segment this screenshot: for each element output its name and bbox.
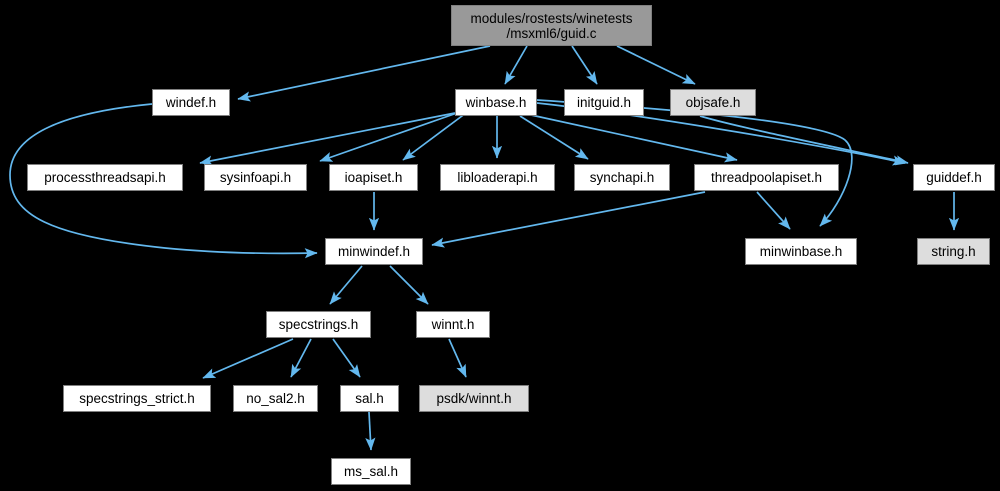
graph-edge-specstrings-to-specstrings_strict <box>202 338 294 379</box>
graph-edge-objsafe-to-guiddef <box>699 115 909 166</box>
graph-node-sal[interactable]: sal.h <box>340 385 399 412</box>
graph-edge-winbase-to-threadpoolapiset <box>530 114 738 163</box>
graph-edge-winbase-to-synchapi <box>519 115 589 160</box>
graph-edge-winbase-to-sysinfoapi <box>319 112 458 162</box>
graph-edge-threadpoolapiset-to-minwindef <box>431 191 706 248</box>
graph-node-objsafe[interactable]: objsafe.h <box>670 89 756 116</box>
graph-node-ms_sal[interactable]: ms_sal.h <box>331 458 411 485</box>
graph-node-synchapi[interactable]: synchapi.h <box>574 164 670 191</box>
graph-node-windef[interactable]: windef.h <box>152 89 230 116</box>
graph-edge-guid-to-objsafe <box>616 45 696 85</box>
graph-node-winbase[interactable]: winbase.h <box>455 89 537 116</box>
graph-node-processthreadsapi[interactable]: processthreadsapi.h <box>27 164 183 191</box>
graph-edge-sal-to-ms_sal <box>365 411 376 451</box>
graph-edge-guid-to-windef <box>237 45 491 102</box>
graph-edge-minwindef-to-specstrings <box>329 265 363 305</box>
graph-node-threadpoolapiset[interactable]: threadpoolapiset.h <box>694 164 839 191</box>
graph-edge-winnt-to-psdk_winnt <box>448 338 467 378</box>
graph-node-guiddef[interactable]: guiddef.h <box>913 164 995 191</box>
graph-edge-guid-to-winbase <box>504 45 528 85</box>
graph-node-sysinfoapi[interactable]: sysinfoapi.h <box>204 164 307 191</box>
graph-edge-specstrings-to-no_sal2 <box>290 338 312 378</box>
graph-edge-winbase-to-minwinbase <box>536 99 853 227</box>
graph-node-minwinbase[interactable]: minwinbase.h <box>745 238 857 265</box>
graph-edge-minwindef-to-winnt <box>389 265 429 305</box>
graph-node-minwindef[interactable]: minwindef.h <box>325 238 423 265</box>
graph-edge-specstrings-to-sal <box>332 338 361 378</box>
graph-edge-guid-to-initguid <box>571 45 598 85</box>
graph-edge-threadpoolapiset-to-minwinbase <box>756 191 791 230</box>
graph-node-specstrings_strict[interactable]: specstrings_strict.h <box>63 385 211 412</box>
graph-node-ioapiset[interactable]: ioapiset.h <box>329 164 418 191</box>
graph-node-specstrings[interactable]: specstrings.h <box>266 311 371 338</box>
graph-node-initguid[interactable]: initguid.h <box>564 89 644 116</box>
graph-node-winnt[interactable]: winnt.h <box>416 311 490 338</box>
graph-edge-winbase-to-processthreadsapi <box>199 112 456 166</box>
graph-node-guid[interactable]: modules/rostests/winetests /msxml6/guid.… <box>451 5 652 46</box>
graph-node-string[interactable]: string.h <box>917 238 990 265</box>
graph-node-libloaderapi[interactable]: libloaderapi.h <box>440 164 555 191</box>
graph-edge-windef-to-minwindef <box>9 103 318 259</box>
graph-node-psdk_winnt[interactable]: psdk/winnt.h <box>419 385 529 412</box>
graph-node-no_sal2[interactable]: no_sal2.h <box>233 385 318 412</box>
graph-edge-winbase-to-ioapiset <box>402 112 467 161</box>
